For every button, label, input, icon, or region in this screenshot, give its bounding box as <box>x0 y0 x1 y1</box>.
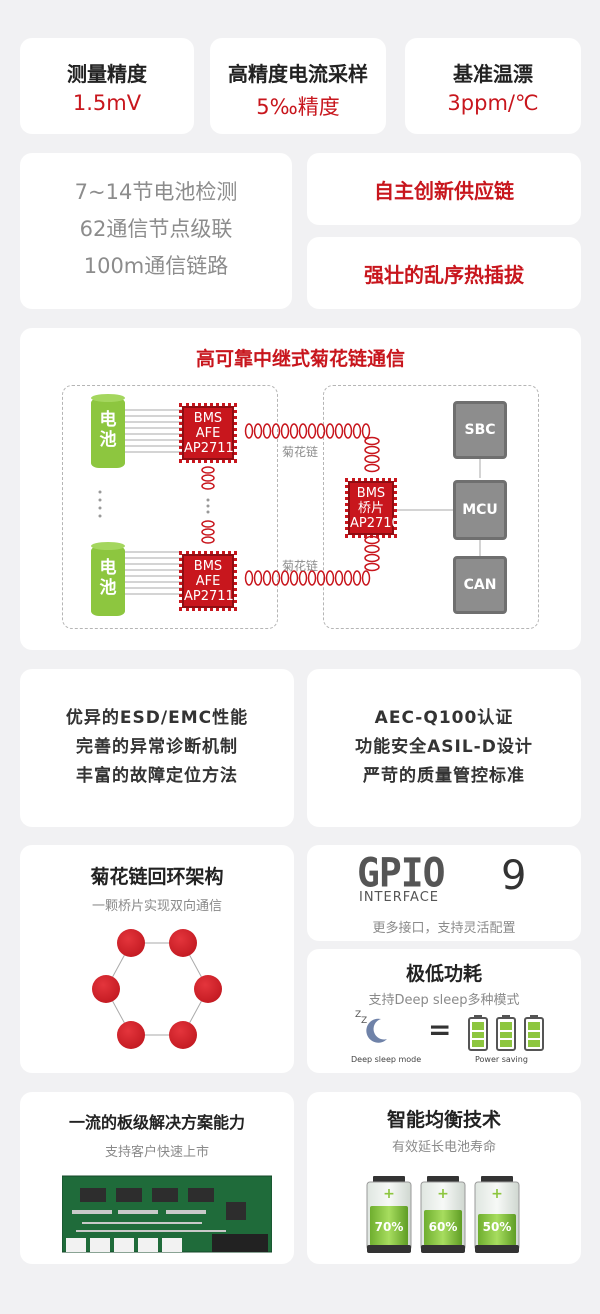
card-label: 高精度电流采样 <box>228 62 368 86</box>
gpio-logo-text: GPIO <box>357 849 446 897</box>
battery-cell-top: 电 池 <box>91 394 125 468</box>
battery-label: 电 <box>99 410 117 430</box>
battery-label: 池 <box>99 430 117 450</box>
gpio-logo-sub: INTERFACE <box>359 890 439 905</box>
power-title: 极低功耗 <box>405 963 482 985</box>
feature-line: 丰富的故障定位方法 <box>76 766 238 786</box>
battery-label: 池 <box>99 578 117 598</box>
board-subtitle: 支持客户快速上市 <box>104 1145 209 1160</box>
hot-plug-card: 强壮的乱序热插拔 <box>307 237 581 309</box>
battery-cell-bottom: 电 池 <box>91 542 125 616</box>
power-saving-caption: Power saving <box>475 1055 528 1064</box>
daisy-chain-label-top: 菊花链 <box>282 445 319 459</box>
equals-sign: = <box>428 1013 452 1046</box>
chip-line: AP2710 <box>350 516 400 531</box>
ring-lines <box>105 942 209 1036</box>
board-title: 一流的板级解决方案能力 <box>68 1113 245 1132</box>
sbc-block: SBC <box>453 401 507 459</box>
measure-precision-card: 测量精度 1.5mV <box>20 38 194 134</box>
balance-title: 智能均衡技术 <box>386 1109 501 1131</box>
mcu-block: MCU <box>453 480 507 540</box>
supply-chain-card: 自主创新供应链 <box>307 153 581 225</box>
feature-line: 62通信节点级联 <box>79 217 233 241</box>
feature-line: 100m通信链路 <box>83 254 229 278</box>
pcb-board-image <box>62 1175 272 1253</box>
power-subtitle: 支持Deep sleep多种模式 <box>368 993 520 1008</box>
chip-line: AP2711 <box>184 589 234 604</box>
sleep-moon-icon: Z Z <box>355 1010 387 1043</box>
battery-level-label: 70% <box>374 1220 404 1234</box>
ring-node <box>169 1021 197 1049</box>
card-value: 3ppm/℃ <box>447 91 539 115</box>
svg-text:+: + <box>437 1186 449 1202</box>
chip-line: BMS <box>193 411 223 426</box>
chip-line: BMS <box>193 559 223 574</box>
ring-architecture-card: 菊花链回环架构 一颗桥片实现双向通信 <box>20 845 294 1073</box>
balance-tech-card: 智能均衡技术 有效延长电池寿命 + + + <box>307 1092 581 1264</box>
bridge-chip: BMS 桥片 AP2710 <box>345 478 400 538</box>
ring-node <box>117 1021 145 1049</box>
battery-full-icon <box>468 1015 544 1051</box>
feature-line: 优异的ESD/EMC性能 <box>65 708 249 728</box>
card-label: 基准温漂 <box>453 62 533 86</box>
ring-node <box>194 975 222 1003</box>
gpio-subtitle: 更多接口，支持灵活配置 <box>372 921 516 936</box>
diagram-title: 高可靠中继式菊花链通信 <box>195 348 405 370</box>
temp-drift-card: 基准温漂 3ppm/℃ <box>405 38 581 134</box>
low-power-card: 极低功耗 支持Deep sleep多种模式 Z Z Deep sleep mod… <box>307 949 581 1073</box>
deep-sleep-caption: Deep sleep mode <box>351 1055 422 1064</box>
svg-text:Z: Z <box>361 1016 367 1026</box>
connection-lines <box>98 409 481 595</box>
daisy-chain-label-bottom: 菊花链 <box>282 559 319 573</box>
detection-features-card: 7~14节电池检测 62通信节点级联 100m通信链路 <box>20 153 292 309</box>
feature-line: 严苛的质量管控标准 <box>363 766 525 786</box>
feature-line: 功能安全ASIL-D设计 <box>355 737 533 757</box>
afe-chip-top: BMS AFE AP2711 <box>179 403 237 463</box>
chip-line: 桥片 <box>357 501 384 516</box>
can-block: CAN <box>453 556 507 614</box>
certification-card: AEC-Q100认证 功能安全ASIL-D设计 严苛的质量管控标准 <box>307 669 581 827</box>
chip-line: AP2711 <box>184 441 234 456</box>
balance-subtitle: 有效延长电池寿命 <box>391 1140 496 1155</box>
gpio-count: 9 <box>501 853 527 899</box>
battery-label: 电 <box>99 558 117 578</box>
svg-text:+: + <box>383 1186 395 1202</box>
ring-title: 菊花链回环架构 <box>90 866 224 888</box>
card-value: 5‰精度 <box>256 95 340 119</box>
chip-line: BMS <box>356 486 386 501</box>
feature-line: 完善的异常诊断机制 <box>76 737 238 757</box>
hot-plug-text: 强壮的乱序热插拔 <box>364 262 524 287</box>
ring-node <box>92 975 120 1003</box>
battery-level-label: 50% <box>482 1220 512 1234</box>
supply-chain-text: 自主创新供应链 <box>374 178 514 203</box>
afe-chip-bottom: BMS AFE AP2711 <box>179 551 237 611</box>
chip-line: AFE <box>195 426 221 441</box>
esd-emc-card: 优异的ESD/EMC性能 完善的异常诊断机制 丰富的故障定位方法 <box>20 669 294 827</box>
battery-level-label: 60% <box>428 1220 458 1234</box>
svg-text:+: + <box>491 1186 503 1202</box>
card-label: 测量精度 <box>67 62 147 86</box>
chip-line: AFE <box>195 574 221 589</box>
balance-battery-icons: + + + <box>366 1176 520 1253</box>
feature-line: AEC-Q100认证 <box>374 708 514 728</box>
current-sampling-card: 高精度电流采样 5‰精度 <box>210 38 386 134</box>
daisy-chain-diagram-card: 高可靠中继式菊花链通信 <box>20 328 581 650</box>
card-value: 1.5mV <box>72 91 142 115</box>
battery-module-region <box>62 385 278 629</box>
board-solution-card: 一流的板级解决方案能力 支持客户快速上市 <box>20 1092 294 1264</box>
feature-line: 7~14节电池检测 <box>74 180 238 204</box>
ring-node <box>169 929 197 957</box>
controller-region <box>323 385 539 629</box>
gpio-card: GPIO INTERFACE 9 更多接口，支持灵活配置 <box>307 845 581 941</box>
svg-text:Z: Z <box>355 1010 361 1020</box>
ring-subtitle: 一颗桥片实现双向通信 <box>91 899 222 914</box>
ring-node <box>117 929 145 957</box>
